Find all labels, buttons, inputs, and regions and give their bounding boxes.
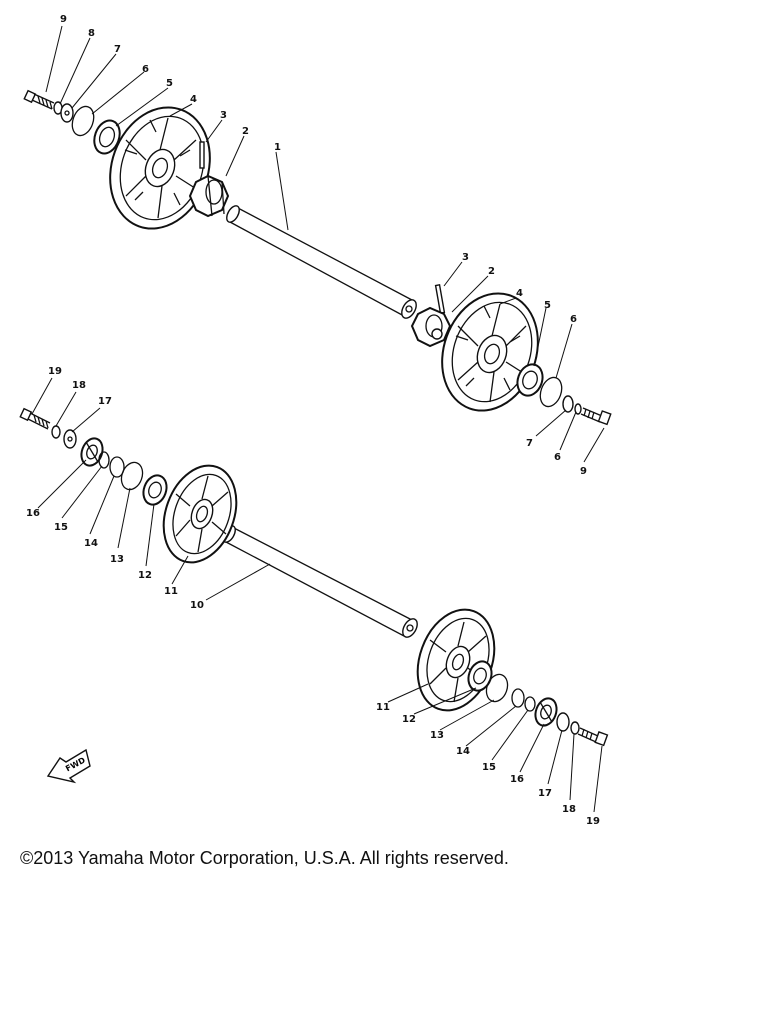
callouts-lower-right: 11 12 13 14 15 16 17 18 19 — [376, 702, 600, 827]
lower-left-wheel — [162, 464, 238, 564]
callout-label: 15 — [482, 762, 496, 773]
upper-right-hub — [410, 306, 452, 348]
callout-label: 15 — [54, 522, 68, 533]
callout-label: 2 — [242, 126, 249, 137]
copyright-notice: ©2013 Yamaha Motor Corporation, U.S.A. A… — [20, 848, 509, 868]
lower-right-washer — [556, 712, 570, 732]
lower-left-ring — [109, 456, 125, 478]
lower-right-ring — [511, 688, 525, 708]
callout-label: 14 — [84, 538, 98, 549]
lower-left-spacer — [98, 451, 110, 469]
lower-right-spacer — [524, 696, 536, 712]
callout-label: 4 — [516, 288, 523, 299]
upper-right-washer — [562, 395, 574, 413]
callout-label: 7 — [526, 438, 533, 449]
callout-label: 14 — [456, 746, 470, 757]
callout-label: 10 — [190, 600, 204, 611]
fwd-arrow-icon: FWD — [46, 748, 91, 784]
callout-label: 6 — [570, 314, 577, 325]
callout-label: 3 — [220, 110, 227, 121]
callout-label: 4 — [190, 94, 197, 105]
lower-left-bolt — [19, 407, 51, 430]
callouts-upper-right: 3 2 4 5 6 7 6 9 — [462, 252, 587, 477]
lower-axle-assembly — [19, 407, 609, 747]
lower-right-nut — [534, 697, 558, 727]
lower-left-nut — [80, 437, 104, 467]
upper-left-hub — [188, 174, 230, 218]
callout-label: 5 — [166, 78, 173, 89]
upper-left-washer — [60, 103, 74, 123]
upper-right-key — [434, 284, 446, 314]
lower-right-bolt — [577, 727, 609, 747]
lower-left-lockwasher — [51, 425, 61, 439]
callout-label: 8 — [88, 28, 95, 39]
callout-label: 6 — [142, 64, 149, 75]
upper-left-circlip — [71, 105, 95, 137]
callout-label: 18 — [72, 380, 86, 391]
lower-right-wheel — [416, 608, 496, 712]
leader-lines — [31, 25, 605, 813]
callout-label: 6 — [554, 452, 561, 463]
exploded-parts-diagram: FWD — [19, 14, 612, 827]
upper-left-bolt — [23, 89, 55, 110]
upper-right-wheel — [441, 292, 539, 412]
lower-shaft — [222, 525, 418, 638]
upper-right-bearing — [516, 363, 544, 397]
upper-left-bearing — [93, 119, 121, 155]
upper-left-key — [199, 141, 205, 169]
callout-label: 9 — [580, 466, 587, 477]
upper-axle-assembly — [23, 89, 612, 426]
callout-label: 12 — [402, 714, 416, 725]
callout-label: 16 — [510, 774, 524, 785]
callout-label: 1 — [274, 142, 281, 153]
callout-label: 18 — [562, 804, 576, 815]
upper-right-bolt — [580, 407, 612, 426]
callout-label: 16 — [26, 508, 40, 519]
lower-right-lockwasher — [570, 721, 580, 735]
lower-left-bearing — [142, 474, 168, 506]
callout-label: 19 — [48, 366, 62, 377]
callout-label: 11 — [164, 586, 178, 597]
callout-label: 2 — [488, 266, 495, 277]
callout-label: 17 — [98, 396, 112, 407]
lower-left-washer — [63, 429, 77, 449]
callout-label: 17 — [538, 788, 552, 799]
upper-shaft — [226, 205, 417, 319]
callout-label: 5 — [544, 300, 551, 311]
callout-label: 19 — [586, 816, 600, 827]
callout-label: 13 — [110, 554, 124, 565]
callout-label: 12 — [138, 570, 152, 581]
callouts-lower-left: 19 18 17 16 15 14 13 12 11 10 — [26, 366, 204, 611]
callout-label: 3 — [462, 252, 469, 263]
callout-label: 11 — [376, 702, 390, 713]
lower-left-circlip — [120, 461, 144, 491]
callout-label: 9 — [60, 14, 67, 25]
callouts-upper-left: 9 8 7 6 5 4 3 2 1 — [60, 14, 281, 153]
upper-right-lockwasher — [574, 403, 582, 415]
callout-label: 7 — [114, 44, 121, 55]
callout-label: 13 — [430, 730, 444, 741]
upper-left-wheel — [109, 106, 211, 230]
